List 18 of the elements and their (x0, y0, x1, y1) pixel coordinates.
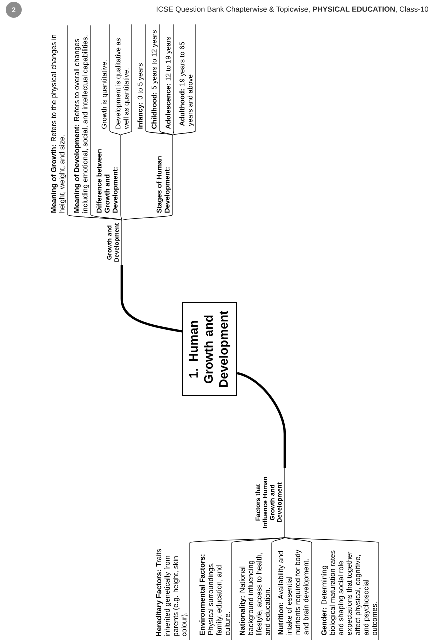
connector-line (190, 537, 286, 544)
branch-line (237, 372, 286, 468)
connector-line (272, 537, 286, 544)
connector-line (284, 537, 312, 544)
connector-line (68, 214, 122, 221)
connector-line (122, 214, 174, 221)
connector-line (90, 214, 122, 221)
connector-line (172, 130, 174, 136)
connector-line (110, 130, 122, 136)
connector-line (232, 537, 286, 544)
central-topic-box: 1. Human Growth and Development (182, 302, 238, 396)
connector-line (120, 130, 132, 136)
connector-line (284, 537, 380, 544)
connector-line (160, 130, 174, 136)
connector-line (120, 214, 122, 221)
connector-line (146, 130, 174, 136)
connector-line (172, 130, 196, 136)
branch-line (120, 265, 183, 333)
